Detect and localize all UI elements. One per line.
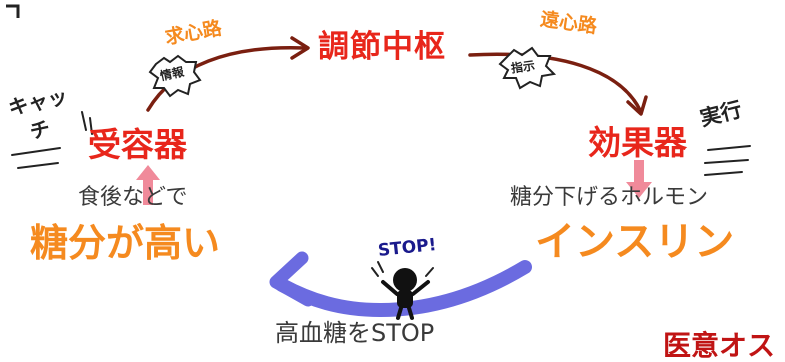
- high-sugar-label: 糖分が高い: [30, 221, 221, 265]
- after-meal-text: 食後などで: [78, 185, 188, 210]
- return-arrowhead: [269, 251, 315, 307]
- effector-label: 効果器: [588, 123, 687, 162]
- receptor-sfx-2: チ: [27, 116, 53, 144]
- corner-logo-fragment: [6, 4, 20, 18]
- pink-down-arrow: [626, 160, 652, 198]
- efferent-arrow: [468, 52, 642, 112]
- stop-figure: [371, 261, 434, 320]
- hormone-description: 糖分下げるホルモン: [510, 185, 709, 210]
- afferent-tag-burst: [148, 54, 202, 98]
- stop-caption: 高血糖をSTOP: [275, 319, 435, 347]
- cutoff-text: 医意オス: [663, 329, 776, 362]
- control-center-label: 調節中枢: [318, 29, 446, 65]
- afferent-arrow: [146, 45, 307, 112]
- efferent-arrowhead: [626, 95, 648, 116]
- effector-motion-lines: [704, 145, 751, 176]
- receptor-label: 受容器: [88, 125, 187, 164]
- efferent-tag-text: 指示: [510, 58, 536, 76]
- receptor-motion-lines: [11, 111, 93, 169]
- insulin-label: インスリン: [535, 219, 735, 265]
- pink-up-arrow: [136, 165, 160, 205]
- efferent-tag-burst: [498, 46, 557, 90]
- afferent-arrowhead: [290, 36, 310, 60]
